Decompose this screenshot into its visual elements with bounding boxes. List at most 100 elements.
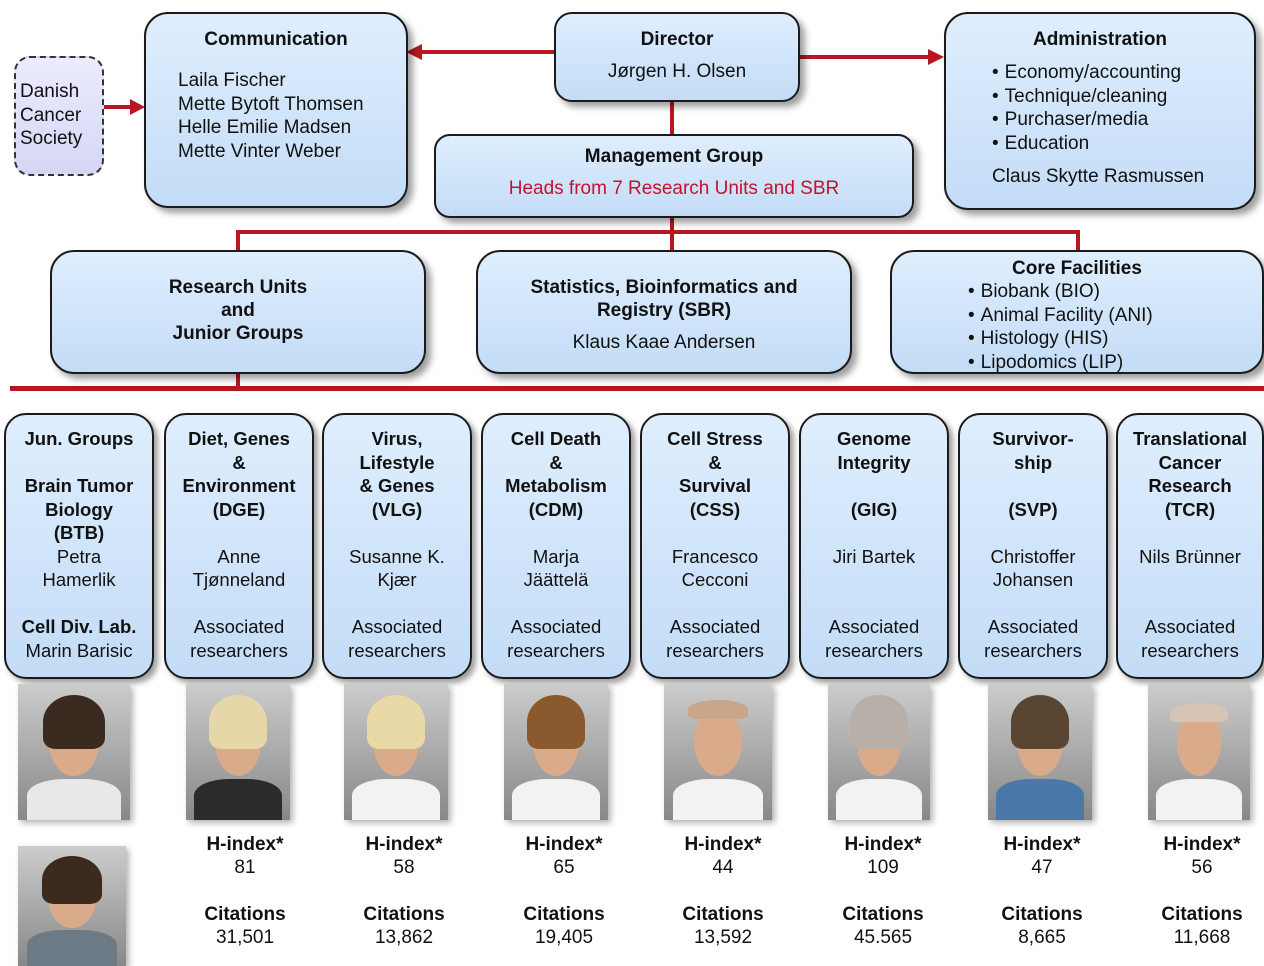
portrait-photo (988, 684, 1092, 820)
unit-line (1118, 521, 1262, 545)
portrait-photo (344, 684, 448, 820)
citations-label: Citations (842, 904, 924, 925)
connector-director-communication (420, 50, 554, 54)
connector-research-units-down (236, 372, 240, 390)
unit-line: Metabolism (505, 475, 607, 496)
unit-line: researchers (1141, 639, 1239, 661)
unit-line: Cancer (1158, 451, 1222, 473)
management-group-box: Management Group Heads from 7 Research U… (434, 134, 914, 218)
portrait-photo (18, 846, 126, 966)
portrait-photo (1148, 684, 1250, 820)
citations-value: 31,501 (215, 927, 275, 948)
unit-line: ship (1013, 451, 1053, 473)
citations-label: Citations (363, 904, 445, 925)
unit-line: Jun. Groups (24, 428, 134, 449)
portrait-photo (186, 684, 290, 820)
unit-line: Hamerlik (42, 569, 116, 590)
core-item: Biobank (BIO) (968, 280, 1262, 304)
unit-line (324, 521, 470, 545)
divider-line (10, 386, 1264, 391)
core-facilities-box: Core Facilities Biobank (BIO) Animal Fac… (890, 250, 1264, 374)
citations-value: 13,862 (374, 927, 434, 948)
unit-line: & (708, 451, 722, 473)
citations-value: 11,668 (1173, 927, 1231, 948)
unit-line: Associated (193, 616, 285, 637)
unit-line: Johansen (992, 569, 1074, 590)
research-units-line: Research Units (168, 277, 308, 298)
connector-director-management (670, 100, 674, 134)
communication-member: Laila Fischer (178, 70, 286, 91)
director-box: Director Jørgen H. Olsen (554, 12, 800, 102)
unit-line (960, 592, 1106, 616)
unit-line (801, 474, 947, 498)
unit-line: Petra (56, 545, 102, 567)
administration-item: Education (992, 132, 1254, 156)
unit-line: Cell Stress (667, 428, 763, 449)
research-units-box: Research Units and Junior Groups (50, 250, 426, 374)
unit-line: researchers (190, 639, 288, 661)
administration-person: Claus Skytte Rasmussen (992, 166, 1205, 187)
research-units-line: Junior Groups (172, 323, 304, 344)
unit-line: & Genes (359, 475, 435, 496)
director-title: Director (640, 29, 714, 50)
portrait-photo (664, 684, 772, 820)
unit-line: Marja (532, 545, 580, 567)
unit-line: (GIG) (850, 498, 898, 520)
unit-line: Environment (182, 475, 296, 496)
portrait-photo (504, 684, 608, 820)
arrow-danish-to-communication (130, 99, 145, 115)
sbr-person: Klaus Kaae Andersen (572, 332, 756, 353)
citations-value: 8,665 (1018, 927, 1066, 948)
unit-line: Survival (679, 475, 751, 496)
unit-line: researchers (984, 639, 1082, 661)
unit-line (483, 521, 629, 545)
unit-line (801, 521, 947, 545)
danish-line-2: Cancer (20, 104, 82, 126)
unit-line: Tjønneland (192, 569, 286, 590)
hindex-label: H-index* (684, 834, 762, 855)
unit-line: Virus, (371, 428, 423, 449)
sbr-title-line: Registry (SBR) (596, 300, 732, 321)
unit-line: Diet, Genes (188, 428, 290, 449)
communication-member: Helle Emilie Madsen (178, 117, 352, 138)
administration-item: Purchaser/media (992, 108, 1254, 132)
unit-line: Associated (510, 616, 602, 637)
communication-member: Mette Vinter Weber (178, 140, 341, 162)
administration-title: Administration (1032, 29, 1168, 50)
portrait-photo (18, 684, 130, 820)
administration-box: Administration Economy/accounting Techni… (944, 12, 1256, 210)
unit-line: Anne (217, 545, 261, 567)
citations-label: Citations (1161, 904, 1243, 925)
connector-danish-communication (104, 105, 132, 109)
hindex-value: 81 (234, 857, 256, 878)
administration-item: Technique/cleaning (992, 85, 1254, 109)
hindex-label: H-index* (1003, 834, 1081, 855)
unit-line (960, 474, 1106, 498)
hindex-value: 65 (553, 857, 575, 878)
unit-line: researchers (666, 639, 764, 661)
unit-line: Translational (1132, 428, 1248, 449)
citations-value: 19,405 (534, 927, 594, 948)
citations-value: 45.565 (853, 927, 913, 948)
core-item: Animal Facility (ANI) (968, 304, 1262, 328)
unit-line: Brain Tumor (24, 475, 134, 496)
citations-value: 13,592 (693, 927, 753, 948)
unit-line (1118, 568, 1262, 592)
unit-line: researchers (507, 639, 605, 661)
portrait-photo (828, 684, 930, 820)
unit-line: researchers (825, 639, 923, 661)
administration-item: Economy/accounting (992, 61, 1254, 85)
unit-box: Virus,Lifestyle& Genes(VLG) Susanne K.Kj… (322, 413, 472, 679)
sbr-box: Statistics, Bioinformatics and Registry … (476, 250, 852, 374)
unit-line: researchers (348, 639, 446, 661)
research-units-line: and (221, 300, 255, 321)
connector-to-research-units (236, 230, 240, 250)
unit-line: (CDM) (528, 498, 584, 520)
unit-line: Associated (351, 616, 443, 637)
unit-line: Lifestyle (359, 451, 435, 473)
sbr-title-line: Statistics, Bioinformatics and (530, 277, 798, 298)
